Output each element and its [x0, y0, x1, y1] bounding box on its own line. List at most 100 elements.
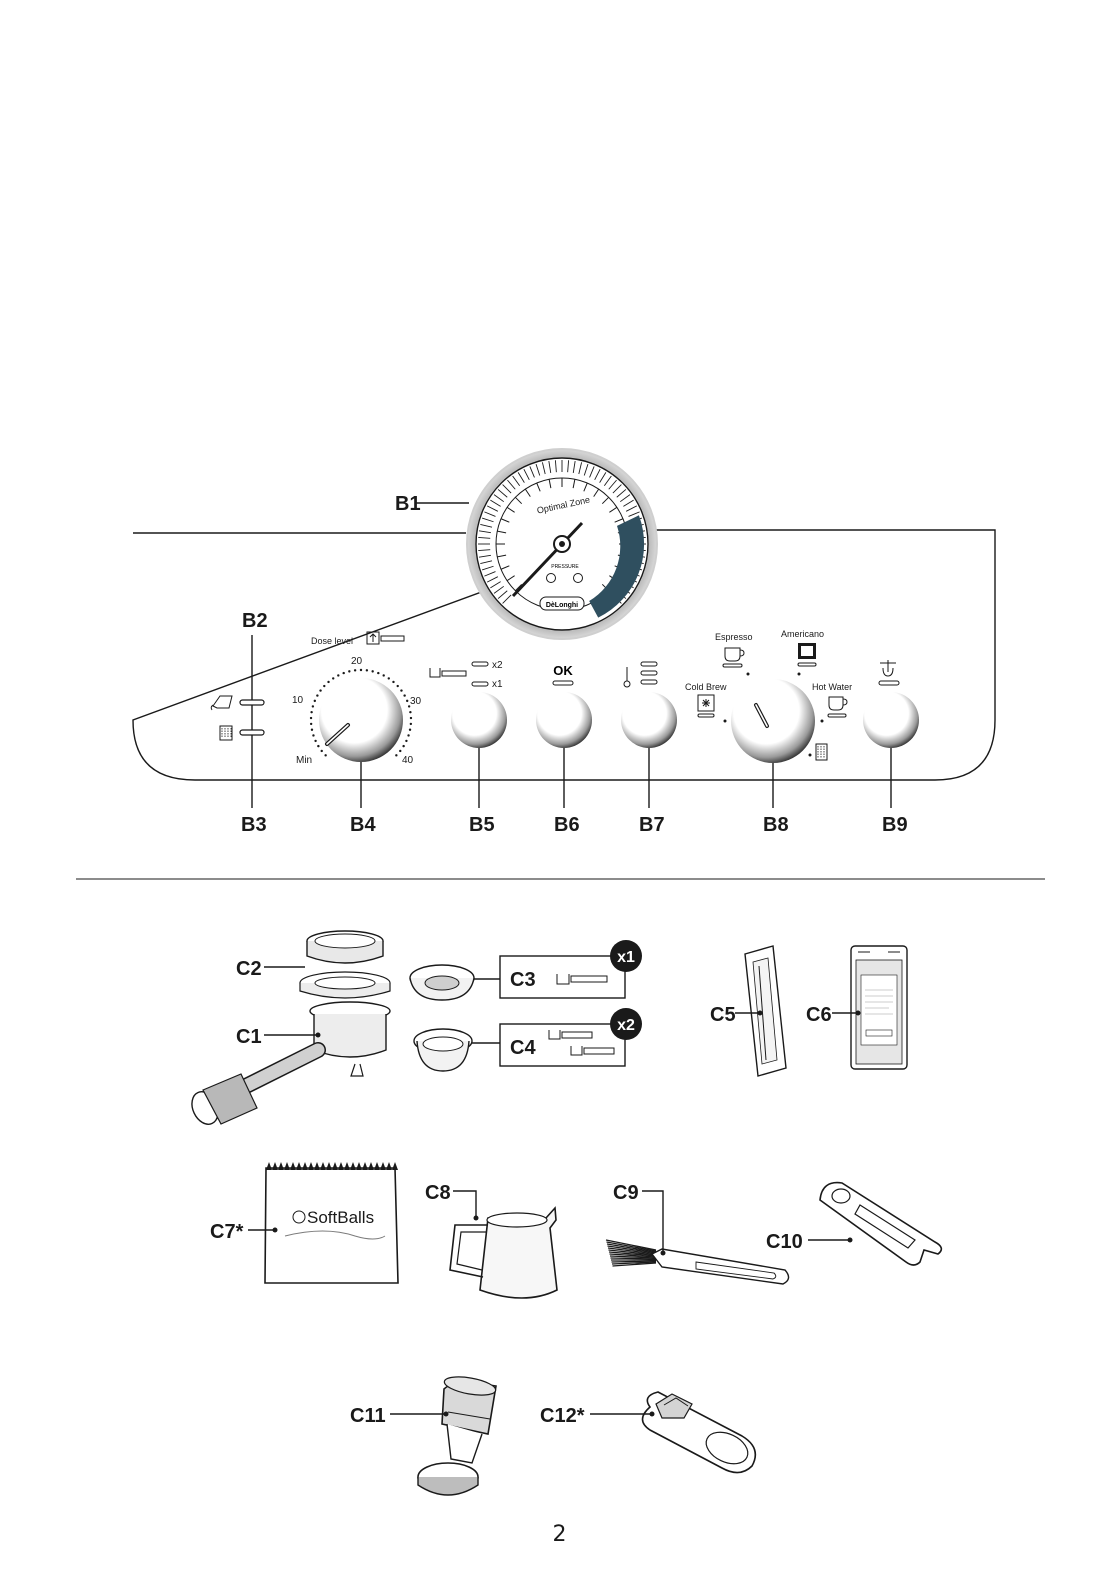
dose-tick-30: 30 — [410, 696, 422, 707]
dose-scale-dot — [399, 750, 401, 752]
indicator-group-b2-b3: B2 B3 — [211, 610, 267, 836]
dose-scale-dot — [324, 754, 326, 756]
dose-scale-dot — [392, 681, 394, 683]
dose-scale-dot — [323, 685, 325, 687]
water-filter-pack — [851, 946, 907, 1069]
dose-scale-dot — [377, 672, 379, 674]
dose-scale-dot — [382, 674, 384, 676]
dose-scale-dot — [407, 734, 409, 736]
milk-jug — [450, 1208, 557, 1298]
espresso-label: Espresso — [715, 632, 753, 642]
beverage-dial-group: Espresso Americano Cold Brew Hot Water — [685, 629, 852, 836]
temp-led-mid — [641, 671, 657, 675]
indicator-b2-led — [240, 700, 264, 705]
filter-tool — [820, 1183, 941, 1265]
dial-position-dot — [821, 720, 824, 723]
brush-bristles — [606, 1240, 656, 1266]
dose-scale-dot — [332, 677, 334, 679]
dose-scale-dot — [342, 672, 344, 674]
steam-wand-icon — [816, 744, 827, 760]
americano-cup-icon — [798, 643, 816, 666]
dose-knob-group: Dose level Min 10 20 30 40 B4 — [292, 632, 422, 836]
callout-c12: C12* — [540, 1405, 585, 1427]
dose-scale-dot — [360, 669, 362, 671]
ok-button[interactable] — [536, 692, 592, 748]
callout-c8: C8 — [425, 1182, 451, 1204]
temperature-button[interactable] — [621, 692, 677, 748]
filter-basket-icon — [430, 668, 466, 677]
shot-single-led — [472, 682, 488, 686]
tamper — [418, 1374, 497, 1495]
dose-tick-min: Min — [296, 755, 312, 766]
callout-c7: C7* — [210, 1221, 244, 1243]
dose-scale-dot — [409, 729, 411, 731]
portafilter-illustration — [187, 931, 390, 1128]
dial-position-dot — [798, 673, 801, 676]
ok-label: OK — [553, 663, 573, 678]
dose-scale-dot — [314, 740, 316, 742]
callout-c4: C4 — [510, 1037, 536, 1059]
single-filter-illustration — [410, 965, 474, 1000]
steam-button[interactable] — [863, 692, 919, 748]
page-number: 2 — [0, 1522, 1119, 1547]
dose-scale-dot — [316, 694, 318, 696]
beverage-dial[interactable] — [731, 679, 815, 763]
ok-button-group: OK B6 — [536, 663, 592, 836]
dose-scale-dot — [403, 694, 405, 696]
callout-c3: C3 — [510, 969, 536, 991]
softballs-pouch: SoftBalls — [265, 1162, 398, 1283]
dose-scale-dot — [327, 681, 329, 683]
americano-label: Americano — [781, 629, 824, 639]
dose-tick-20: 20 — [351, 656, 363, 667]
shot-single-label: x1 — [492, 679, 503, 690]
dose-knob[interactable] — [319, 678, 403, 762]
callout-c9: C9 — [613, 1182, 639, 1204]
temp-led-high — [641, 662, 657, 666]
dose-scale-dot — [400, 689, 402, 691]
dose-scale-dot — [312, 705, 314, 707]
dial-position-dot — [809, 754, 812, 757]
shot-selector-button[interactable] — [451, 692, 507, 748]
dose-scale-dot — [311, 729, 313, 731]
shot-double-led — [472, 662, 488, 666]
dose-scale-dot — [319, 689, 321, 691]
dose-scale-dot — [395, 754, 397, 756]
dose-scale-dot — [310, 723, 312, 725]
callout-b9: B9 — [882, 814, 908, 836]
dose-scale-dot — [388, 677, 390, 679]
callout-c10: C10 — [766, 1231, 803, 1253]
shot-selector-group: x2 x1 B5 — [430, 660, 507, 836]
callout-b5: B5 — [469, 814, 495, 836]
dose-level-icon — [367, 632, 404, 644]
callout-b4: B4 — [350, 814, 376, 836]
dose-scale-dot — [348, 670, 350, 672]
temperature-button-group: B7 — [621, 662, 677, 836]
callout-b7: B7 — [639, 814, 665, 836]
indicator-b3-led — [240, 730, 264, 735]
steam-tap-icon — [880, 660, 896, 676]
gauge-pressure-label: PRESSURE — [551, 564, 579, 570]
callout-b1: B1 — [395, 493, 421, 515]
espresso-cup-icon — [723, 648, 744, 667]
callout-b3: B3 — [241, 814, 267, 836]
dose-level-label: Dose level — [311, 636, 353, 646]
hot-water-icon — [828, 697, 847, 717]
dose-scale-dot — [312, 734, 314, 736]
dose-scale-dot — [310, 717, 312, 719]
pressure-gauge: Optimal Zone PRESSURE DèLonghi — [467, 449, 657, 639]
double-filter-illustration — [414, 1029, 472, 1071]
dose-scale-dot — [410, 717, 412, 719]
softballs-brand: SoftBalls — [307, 1208, 374, 1227]
callout-c1: C1 — [236, 1026, 262, 1048]
callout-b6: B6 — [554, 814, 580, 836]
ok-led — [553, 681, 573, 685]
callout-c11: C11 — [350, 1405, 386, 1427]
dose-scale-dot — [337, 674, 339, 676]
c3-quantity: x1 — [617, 949, 635, 966]
dose-scale-dot — [310, 711, 312, 713]
cleaning-brush — [606, 1240, 789, 1284]
callout-b2: B2 — [242, 610, 268, 632]
callout-c2: C2 — [236, 958, 262, 980]
hot-water-label: Hot Water — [812, 682, 852, 692]
